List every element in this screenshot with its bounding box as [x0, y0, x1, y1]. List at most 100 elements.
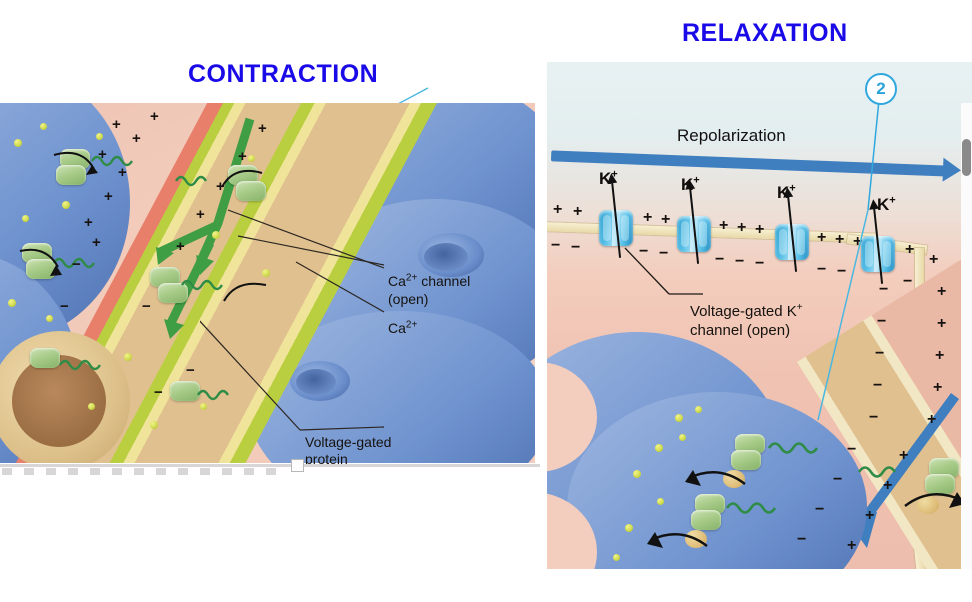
charge-positive: + [929, 251, 939, 268]
lower-protein-coils [647, 442, 965, 548]
slide-edge-artifact [2, 468, 277, 475]
voltage-gated-protein [22, 243, 52, 263]
vertical-scrollbar[interactable] [961, 103, 972, 569]
charge-positive: + [937, 315, 947, 332]
cell-opening-inner [296, 369, 336, 395]
charge-negative: − [154, 384, 163, 401]
charge-positive: + [935, 347, 945, 364]
charge-negative: − [659, 245, 669, 262]
charge-negative: − [72, 256, 81, 273]
ion-label-k: K+ [877, 194, 896, 214]
charge-positive: + [847, 537, 857, 554]
ion-dot [655, 444, 663, 452]
annotation-ca-ion: Ca2+ [388, 302, 417, 338]
charge-positive: + [927, 411, 937, 428]
charge-negative: − [571, 239, 581, 256]
charge-positive: + [84, 214, 93, 231]
charge-negative: − [837, 263, 847, 280]
voltage-gated-protein [150, 267, 180, 287]
ion-dot [675, 414, 683, 422]
charge-negative: − [142, 298, 151, 315]
horizontal-rail[interactable] [0, 464, 540, 467]
k-channel-leader [624, 247, 703, 295]
contraction-diagram: + + + + + + + + − − − + + + + + − − [0, 103, 535, 463]
charge-positive: + [553, 201, 563, 218]
calcium-ion [212, 231, 220, 239]
blue-cell-lobe [567, 392, 867, 569]
voltage-gated-protein [30, 348, 60, 368]
charge-negative: − [875, 345, 885, 362]
charge-positive: + [132, 130, 141, 147]
callout-leader-line [817, 100, 880, 421]
charge-negative: − [877, 313, 887, 330]
charge-negative: − [186, 362, 195, 379]
calcium-ion [14, 139, 22, 147]
page-title-relaxation: RELAXATION [682, 19, 848, 47]
charge-negative: − [60, 298, 69, 315]
charge-positive: + [755, 221, 765, 238]
calcium-ion [46, 315, 53, 322]
charge-positive: + [216, 178, 225, 195]
voltage-gated-protein [60, 149, 90, 169]
protein-subunit [917, 496, 939, 514]
charge-positive: + [933, 379, 943, 396]
charge-positive: + [905, 241, 915, 258]
charge-positive: + [883, 477, 893, 494]
charge-negative: − [879, 281, 889, 298]
voltage-gated-protein [236, 181, 266, 201]
calcium-ion [150, 421, 158, 429]
annotation-k-channel-text: Voltage-gated K+channel (open) [690, 301, 803, 339]
charge-positive: + [737, 219, 747, 236]
annotation-k-channel: Voltage-gated K+channel (open) [690, 283, 803, 340]
ion-label-k: K+ [681, 174, 700, 194]
voltage-gated-protein [170, 381, 200, 401]
charge-positive: + [853, 233, 863, 250]
charge-negative: − [639, 243, 649, 260]
charge-positive: + [661, 211, 671, 228]
charge-positive: + [835, 231, 845, 248]
ion-dot [695, 406, 702, 413]
calcium-ion [22, 215, 29, 222]
ion-dot [679, 434, 686, 441]
calcium-ion [200, 403, 207, 410]
ion-dot [633, 470, 641, 478]
charge-negative: − [903, 273, 913, 290]
resize-handle[interactable] [291, 459, 304, 472]
charge-positive: + [865, 507, 875, 524]
charge-negative: − [869, 409, 879, 426]
ion-label-k: K+ [777, 182, 796, 202]
calcium-ion [248, 155, 255, 162]
annotation-ca-ion-text: Ca2+ [388, 319, 418, 337]
charge-negative: − [847, 441, 857, 458]
charge-positive: + [92, 234, 101, 251]
charge-negative: − [735, 253, 745, 270]
callout-marker-2[interactable]: 2 [865, 73, 897, 105]
charge-positive: + [238, 148, 247, 165]
charge-positive: + [176, 238, 185, 255]
ion-dot [657, 498, 664, 505]
voltage-gated-protein [56, 165, 86, 185]
charge-positive: + [150, 108, 159, 125]
charge-positive: + [817, 229, 827, 246]
repolarization-label: Repolarization [677, 126, 786, 145]
voltage-gated-protein [925, 474, 955, 494]
charge-positive: + [573, 203, 583, 220]
charge-positive: + [258, 120, 267, 137]
page-title-contraction: CONTRACTION [188, 60, 379, 88]
charge-positive: + [719, 217, 729, 234]
charge-positive: + [937, 283, 947, 300]
calcium-ion [62, 201, 70, 209]
calcium-ion [124, 353, 132, 361]
charge-negative: − [755, 255, 765, 272]
calcium-ion [88, 403, 95, 410]
calcium-ion [40, 123, 47, 130]
voltage-gated-protein [695, 494, 725, 514]
charge-positive: + [98, 146, 107, 163]
calcium-ion [96, 133, 103, 140]
voltage-gated-protein [929, 458, 959, 478]
charge-positive: + [118, 164, 127, 181]
charge-negative: − [873, 377, 883, 394]
vertical-scrollbar-thumb[interactable] [962, 139, 971, 176]
